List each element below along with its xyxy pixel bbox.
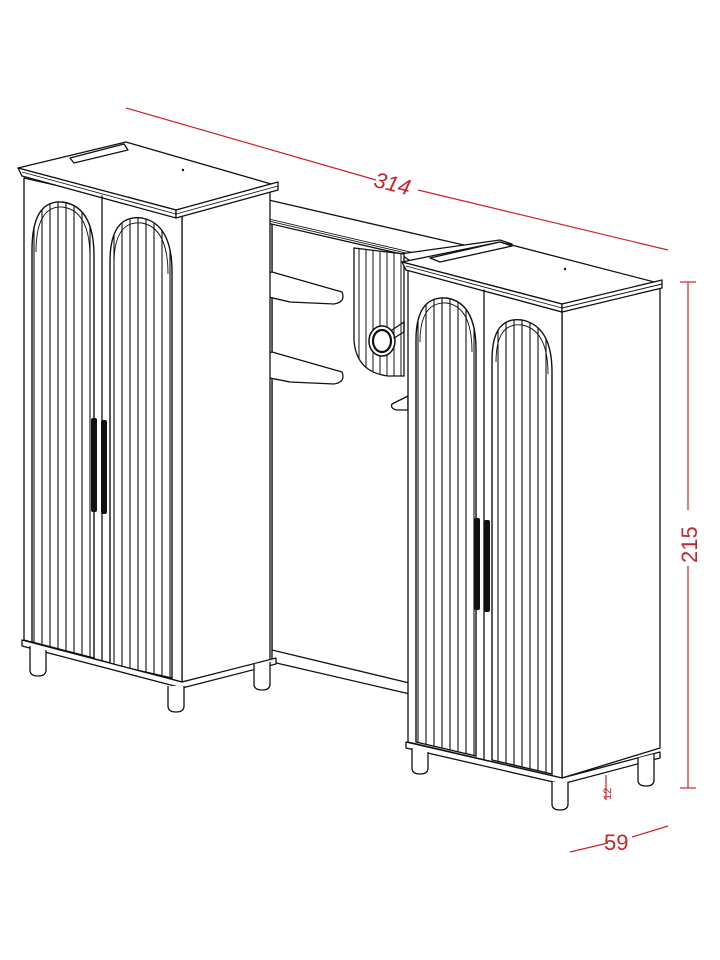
right-cabinet-door-2 [491,319,553,775]
left-cabinet-leg-1 [29,646,47,677]
depth-dimension: 59 [569,825,669,855]
left-cabinet-handle-2 [101,420,107,514]
left-cabinet [17,141,279,713]
depth-label: 59 [604,830,628,855]
leg-height-label: 12 [602,788,614,800]
right-cabinet [401,241,663,811]
left-cabinet-leg-3 [253,662,271,691]
right-cabinet-handle-2 [484,520,490,612]
right-cabinet-leg-1 [411,748,429,775]
right-cabinet-handle-1 [474,518,480,610]
left-cabinet-leg-2 [167,686,185,713]
left-cabinet-door-2 [109,217,173,679]
shelf-right-small [390,395,409,411]
right-cabinet-leg-2 [551,782,569,811]
left-cabinet-handle-1 [91,418,97,512]
round-mirror [368,321,405,357]
height-label: 215 [677,526,702,563]
fluted-arch-backing [353,247,405,377]
height-dimension: 215 [677,281,702,789]
right-cabinet-door-1 [415,297,477,757]
right-cabinet-leg-3 [637,754,655,787]
leg-height-dimension: 12 [602,775,614,800]
width-label: 314 [372,167,414,200]
left-cabinet-door-1 [31,201,95,659]
